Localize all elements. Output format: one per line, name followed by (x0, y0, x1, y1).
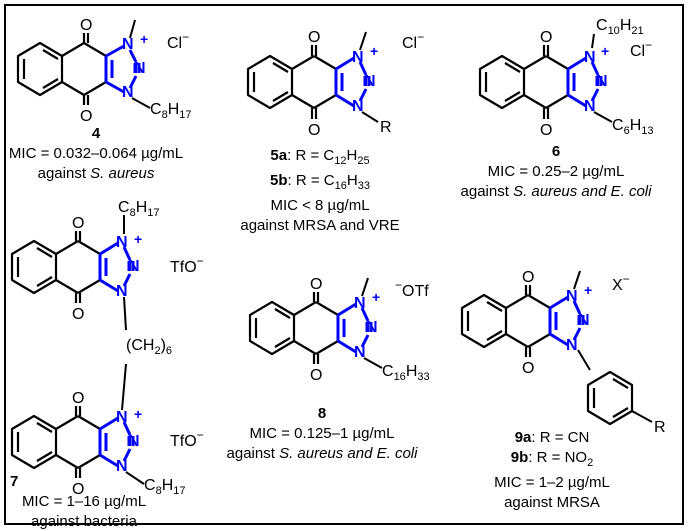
c6-n2: N (596, 73, 608, 90)
caption-7: 7 MIC = 1–16 µg/mL against bacteria (10, 472, 147, 531)
compound-9b-definition: 9b: R = NO2 (510, 449, 594, 469)
compound-5-structure: O O N N N + Cl− R (246, 29, 424, 139)
c5-n3: N (352, 98, 364, 115)
compound-8-target: against S. aureus and E. coli (226, 445, 418, 462)
c7-oxygen-1: O (72, 215, 84, 232)
c4-n1: N (122, 36, 134, 53)
c7-linker: (CH2)6 (126, 337, 172, 357)
c6-top-chain: C10H21 (596, 17, 644, 37)
c7-n2: N (128, 258, 140, 275)
compound-9-target: against MRSA (504, 494, 600, 511)
c4-anion: Cl− (167, 30, 189, 52)
c4-charge: + (140, 31, 148, 47)
c9-n2: N (578, 312, 590, 329)
c5-oxygen-top: O (308, 29, 320, 46)
c8-charge: + (372, 289, 380, 305)
compound-8-label: 8 (317, 405, 327, 422)
c8-substituent: C16H33 (382, 363, 430, 383)
c6-charge: + (601, 43, 609, 59)
c4-oxygen-bottom: O (80, 108, 92, 125)
c7-n6: N (116, 458, 128, 475)
caption-9: 9a: R = CN 9b: R = NO2 MIC = 1–2 µg/mL a… (494, 428, 610, 513)
compound-5b-definition: 5b: R = C16H33 (270, 172, 370, 192)
c7-anion-1: TfO− (170, 254, 204, 276)
c7-substituent: C8H17 (144, 477, 186, 497)
c7-charge-2: + (134, 406, 142, 422)
compound-7-target: against bacteria (31, 513, 137, 530)
caption-8: 8 MIC = 0.125–1 µg/mL against S. aureus … (227, 404, 418, 464)
c9-charge: + (584, 282, 592, 298)
c9-oxygen-bottom: O (522, 360, 534, 377)
compound-4-mic: MIC = 0.032–0.064 µg/mL (8, 145, 184, 162)
c8-n2: N (366, 319, 378, 336)
c8-n3: N (354, 344, 366, 361)
c4-substituent: C8H17 (150, 101, 192, 121)
c4-n2: N (134, 60, 146, 77)
compound-7-structure: O O N N N + C8H17 TfO− (CH2)6 O O N N N … (10, 199, 204, 498)
c7-anion-2: TfO− (170, 428, 204, 450)
c6-oxygen-top: O (540, 29, 552, 46)
c9-anion: X− (612, 272, 630, 294)
c7-oxygen-4: O (72, 481, 84, 498)
c7-n4: N (116, 409, 128, 426)
c6-anion: Cl− (630, 38, 652, 60)
c7-n1: N (116, 234, 128, 251)
figure-border (4, 4, 684, 525)
c7-n5: N (128, 433, 140, 450)
compound-7-mic: MIC = 1–16 µg/mL (21, 493, 147, 510)
c5-n2: N (364, 73, 376, 90)
c9-n3: N (566, 337, 578, 354)
c6-substituent: C6H13 (612, 117, 654, 137)
c8-oxygen-top: O (310, 276, 322, 293)
compound-4-label: 4 (91, 125, 101, 142)
compound-6-label: 6 (551, 143, 561, 160)
c7-top-chain: C8H17 (118, 199, 160, 219)
compound-5a-definition: 5a: R = C12H25 (270, 147, 370, 167)
c8-anion: −OTf (395, 278, 429, 300)
c6-n1: N (584, 49, 596, 66)
caption-6: 6 MIC = 0.25–2 µg/mL against S. aureus a… (461, 142, 652, 202)
compound-9-structure: O O N N N + X− R (460, 269, 666, 436)
c8-n1: N (354, 295, 366, 312)
c9-n1: N (566, 288, 578, 305)
compound-5-mic: MIC < 8 µg/mL (270, 197, 370, 214)
c7-oxygen-2: O (72, 306, 84, 323)
c7-charge-1: + (134, 231, 142, 247)
compound-8-structure: O O N N N + −OTf C16H33 (248, 276, 430, 384)
compound-5-target: against MRSA and VRE (240, 217, 400, 234)
c9-r-group: R (654, 419, 666, 436)
c4-oxygen-top: O (80, 17, 92, 34)
c6-n3: N (584, 98, 596, 115)
c5-charge: + (370, 43, 378, 59)
c8-oxygen-bottom: O (310, 367, 322, 384)
compound-6-mic: MIC = 0.25–2 µg/mL (487, 163, 625, 180)
compound-8-mic: MIC = 0.125–1 µg/mL (249, 425, 395, 442)
compound-7-label: 7 (9, 473, 19, 490)
compound-9-mic: MIC = 1–2 µg/mL (494, 474, 610, 491)
c9-oxygen-top: O (522, 269, 534, 286)
caption-5: 5a: R = C12H25 5b: R = C16H33 MIC < 8 µg… (240, 146, 399, 236)
compound-4-target: against S. aureus (37, 165, 155, 182)
c5-n1: N (352, 49, 364, 66)
compound-6-target: against S. aureus and E. coli (460, 183, 652, 200)
compound-9a-definition: 9a: R = CN (514, 429, 590, 446)
compound-4-structure: O O N N N + Cl− C8H17 (16, 17, 192, 125)
c7-n3: N (116, 283, 128, 300)
c5-r-group: R (380, 119, 392, 136)
c4-n3: N (122, 84, 134, 101)
c6-oxygen-bottom: O (540, 122, 552, 139)
compound-6-structure: O O N N N + C10H21 Cl− C6H13 (478, 17, 654, 139)
c5-oxygen-bottom: O (308, 122, 320, 139)
c7-oxygen-3: O (72, 390, 84, 407)
caption-4: 4 MIC = 0.032–0.064 µg/mL against S. aur… (9, 124, 183, 184)
c5-anion: Cl− (402, 30, 424, 52)
